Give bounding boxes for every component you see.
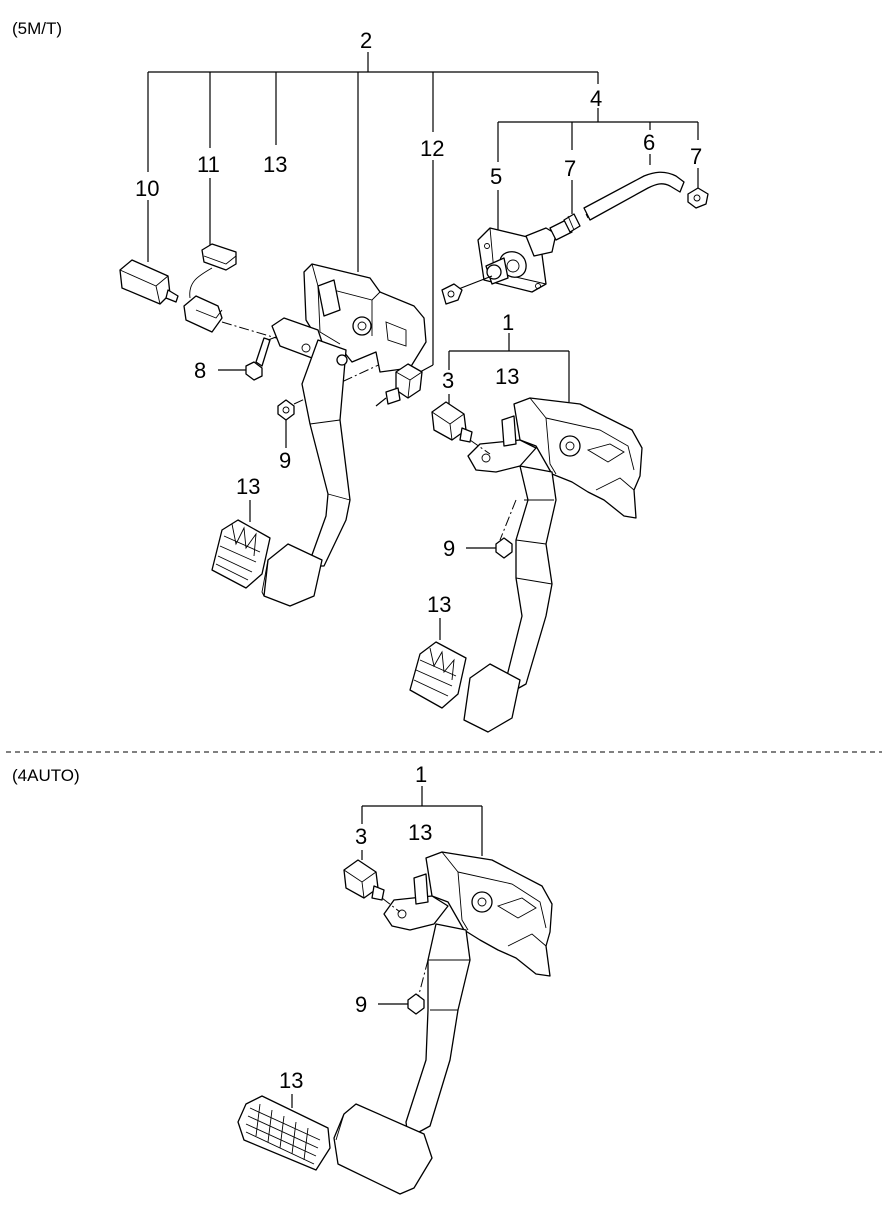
brake-pedal-assembly-icon	[333, 851, 553, 1195]
pedal-pad-icon	[237, 1095, 331, 1171]
callout-12: 12	[420, 136, 444, 161]
master-cylinder-icon	[441, 219, 573, 305]
stop-lamp-switch-icon	[343, 859, 401, 913]
callout-6: 6	[643, 130, 655, 155]
pedal-pad-icon	[211, 519, 271, 589]
hose-clamp-icon	[563, 213, 581, 233]
section-label-auto: (4AUTO)	[12, 766, 80, 785]
hose-icon	[583, 171, 685, 221]
callout-7-right: 7	[690, 144, 702, 169]
callout-7-left: 7	[564, 156, 576, 181]
nut-icon	[407, 993, 425, 1015]
callout-13-lower: 13	[408, 820, 432, 845]
sensor-with-harness-icon	[183, 243, 311, 349]
callout-1-upper: 1	[502, 310, 514, 335]
callout-3-lower: 3	[355, 824, 367, 849]
callout-5: 5	[490, 164, 502, 189]
section-label-manual: (5M/T)	[12, 19, 62, 38]
callout-13-right-pad: 13	[427, 592, 451, 617]
callout-8: 8	[194, 358, 206, 383]
clutch-pedal-assembly-icon	[261, 263, 427, 607]
callout-13-lower-pad: 13	[279, 1068, 303, 1093]
callout-3-upper: 3	[442, 368, 454, 393]
callout-4: 4	[590, 86, 602, 111]
callout-1-lower: 1	[415, 762, 427, 787]
callouts-lower: 1 3 13 9 13	[279, 762, 432, 1093]
callout-13-upper: 13	[263, 152, 287, 177]
callout-9-lower: 9	[355, 992, 367, 1017]
brake-pedal-assembly-icon	[463, 397, 643, 733]
callout-11: 11	[197, 152, 220, 177]
callout-13-right: 13	[495, 364, 519, 389]
callout-2: 2	[360, 28, 372, 53]
hose-clamp-icon	[687, 187, 709, 209]
callout-10: 10	[135, 176, 159, 201]
leader-lines-upper	[147, 52, 699, 640]
nut-icon	[495, 537, 513, 559]
stop-lamp-switch-icon	[431, 401, 491, 455]
pedal-pad-icon	[409, 641, 467, 709]
leader-lines-lower	[291, 786, 483, 1108]
bolt-icon	[245, 327, 301, 381]
pedal-switch-icon	[375, 363, 423, 407]
switch-icon	[119, 259, 179, 305]
callout-13-left-pad: 13	[236, 474, 260, 499]
callout-9-left: 9	[279, 448, 291, 473]
callout-9-right: 9	[443, 536, 455, 561]
callouts-upper: 2 4 10 11 13 12 5 7 6 7 1 3 13 8 9 13 9 …	[135, 28, 702, 617]
